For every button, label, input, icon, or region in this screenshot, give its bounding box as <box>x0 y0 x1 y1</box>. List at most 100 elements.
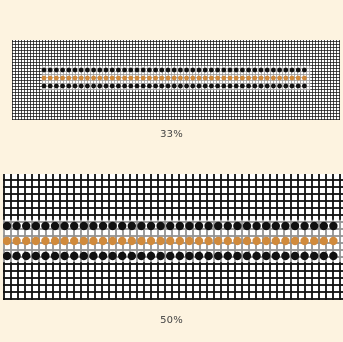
bead-dot-accent <box>50 236 60 246</box>
bead-dot-dark <box>109 83 115 89</box>
bead-dot-dark <box>78 83 84 89</box>
bead-dot-accent <box>140 75 146 81</box>
bead-dot-accent <box>89 236 98 246</box>
bead-dot-dark <box>171 67 177 73</box>
bead-dot-dark <box>12 221 21 231</box>
bead-dot-dark <box>252 83 258 89</box>
bead-dot-dark <box>281 221 290 231</box>
bead-dot-accent <box>166 236 175 246</box>
bead-dot-accent <box>156 236 165 246</box>
bead-dot-dark <box>295 67 301 73</box>
bead-dot-dark <box>252 67 258 73</box>
bead-dot-accent <box>41 75 47 81</box>
bead-dot-dark <box>310 221 319 231</box>
bead-dot-dark <box>319 251 328 261</box>
swatch-caption: 33% <box>160 129 183 140</box>
bead-dot-accent <box>108 236 117 246</box>
bead-dot-dark <box>233 221 242 231</box>
bead-dot-dark <box>122 67 127 73</box>
bead-dot-dark <box>85 67 90 73</box>
bead-dot-accent <box>258 75 264 81</box>
bead-dot-accent <box>233 75 239 81</box>
bead-dot-accent <box>78 75 84 81</box>
bead-dot-dark <box>50 221 60 231</box>
bead-dot-accent <box>227 75 233 81</box>
bead-dot-dark <box>159 83 165 89</box>
bead-dot-accent <box>137 236 146 246</box>
bead-dot-dark <box>289 67 295 73</box>
bead-dot-accent <box>98 236 108 246</box>
bead-dot-dark <box>262 221 271 231</box>
bead-dot-dark <box>3 221 12 231</box>
bead-dot-dark <box>108 221 117 231</box>
bead-dot-accent <box>242 236 252 246</box>
bead-dot-dark <box>60 251 69 261</box>
bead-dot-dark <box>194 251 204 261</box>
bead-dot-accent <box>185 236 194 246</box>
bead-dot-dark <box>178 83 183 89</box>
bead-dot-dark <box>127 221 136 231</box>
bead-dot-dark <box>227 83 233 89</box>
bead-dot-dark <box>166 251 175 261</box>
bead-dot-dark <box>60 83 65 89</box>
bead-dot-dark <box>290 221 300 231</box>
bead-dot-dark <box>204 251 213 261</box>
bead-dot-dark <box>89 221 98 231</box>
bead-dot-dark <box>240 67 245 73</box>
bead-dot-accent <box>171 75 177 81</box>
bead-dot-accent <box>223 236 232 246</box>
bead-dot-accent <box>60 236 69 246</box>
bead-dot-dark <box>281 251 290 261</box>
bead-dot-dark <box>190 67 196 73</box>
bead-dot-accent <box>109 75 115 81</box>
bead-dot-dark <box>153 83 159 89</box>
bead-dot-dark <box>118 251 127 261</box>
bead-dot-accent <box>290 236 300 246</box>
bead-dot-accent <box>12 236 21 246</box>
bead-dot-dark <box>103 83 109 89</box>
bead-dot-accent <box>103 75 109 81</box>
bead-dot-dark <box>54 67 59 73</box>
bead-dot-accent <box>146 236 156 246</box>
bead-dot-dark <box>246 83 252 89</box>
bead-dot-dark <box>196 67 202 73</box>
bead-dot-dark <box>204 221 213 231</box>
bead-dot-dark <box>264 67 270 73</box>
bead-dot-dark <box>108 251 117 261</box>
bead-dot-accent <box>221 75 227 81</box>
bead-dot-dark <box>78 67 84 73</box>
bead-dot-accent <box>184 75 190 81</box>
bead-dot-dark <box>116 67 121 73</box>
bead-dot-dark <box>329 251 338 261</box>
bead-dot-accent <box>178 75 183 81</box>
bead-dot-dark <box>47 67 53 73</box>
bead-dot-dark <box>214 251 223 261</box>
bead-dot-dark <box>54 83 59 89</box>
bead-dot-dark <box>223 221 232 231</box>
bead-dot-accent <box>31 236 40 246</box>
bead-dot-dark <box>277 67 282 73</box>
bead-dot-dark <box>258 83 264 89</box>
bead-dot-accent <box>190 75 196 81</box>
bead-dot-dark <box>50 251 60 261</box>
bead-dot-accent <box>118 236 127 246</box>
bead-dot-dark <box>202 83 208 89</box>
bead-dot-dark <box>264 83 270 89</box>
swatch-caption: 50% <box>160 315 183 326</box>
bead-dot-dark <box>22 251 31 261</box>
bead-dot-dark <box>103 67 109 73</box>
bead-dot-dark <box>41 221 50 231</box>
bead-dot-accent <box>215 75 221 81</box>
bead-dot-dark <box>209 67 214 73</box>
bead-dot-accent <box>262 236 271 246</box>
bead-dot-dark <box>118 221 127 231</box>
bead-band <box>3 219 343 263</box>
bead-dot-dark <box>271 251 280 261</box>
bead-dot-dark <box>109 67 115 73</box>
bead-dot-dark <box>283 83 289 89</box>
bead-dot-dark <box>147 67 152 73</box>
bead-dot-dark <box>70 221 79 231</box>
bead-dot-accent <box>300 236 309 246</box>
bead-dot-dark <box>147 83 152 89</box>
bead-dot-accent <box>214 236 223 246</box>
